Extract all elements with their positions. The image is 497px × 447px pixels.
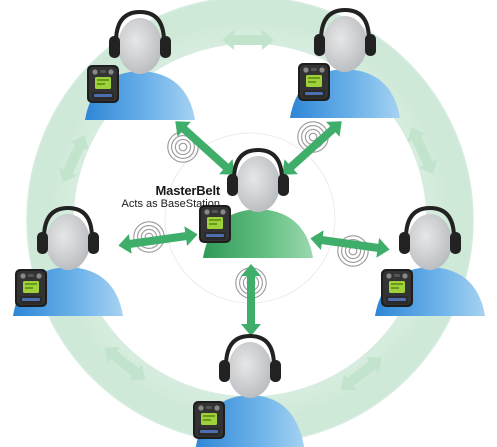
beltpack-icon xyxy=(15,269,47,307)
ring-arrows xyxy=(58,30,438,391)
beltpack-icon xyxy=(298,63,330,101)
master-belt-title: MasterBelt xyxy=(155,183,221,198)
headset-cup-right xyxy=(88,232,99,254)
headset-band xyxy=(319,7,371,41)
head xyxy=(46,214,90,270)
user-bottom xyxy=(193,333,305,447)
headset-band xyxy=(224,333,276,367)
head xyxy=(228,342,272,398)
ring-arrow-lower-right xyxy=(340,357,382,391)
headset-cup-left xyxy=(399,232,410,254)
headset-cup-left xyxy=(227,174,238,196)
user-right xyxy=(375,205,485,316)
master-belt-subtitle: Acts as BaseStation xyxy=(121,198,220,210)
headset-cup-right xyxy=(278,174,289,196)
headset-cup-right xyxy=(160,36,171,58)
headset-band xyxy=(42,205,94,239)
user-top-right xyxy=(290,7,400,118)
head xyxy=(236,156,280,212)
ring-arrow-top xyxy=(222,30,274,50)
headset-band xyxy=(404,205,456,239)
ring-arrow-upper-right xyxy=(407,127,438,175)
user-top-left xyxy=(85,9,195,120)
link-arrow-left xyxy=(118,226,198,254)
link-arrows xyxy=(118,121,390,336)
link-arrow-bottom xyxy=(241,264,261,336)
headset-cup-right xyxy=(450,232,461,254)
user-left xyxy=(13,205,123,316)
beltpack-icon xyxy=(381,269,413,307)
head xyxy=(118,18,162,74)
headset-cup-left xyxy=(219,360,230,382)
headset-cup-left xyxy=(109,36,120,58)
headset-cup-left xyxy=(37,232,48,254)
link-arrow-right xyxy=(310,230,390,258)
headset-cup-right xyxy=(365,34,376,56)
beltpack-icon xyxy=(193,401,225,439)
ring-arrow-upper-left xyxy=(58,135,89,183)
headset-cup-left xyxy=(314,34,325,56)
beltpack-icon xyxy=(87,65,119,103)
headset-band xyxy=(232,147,284,181)
headset-cup-right xyxy=(270,360,281,382)
head xyxy=(408,214,452,270)
master-belt-caption: MasterBelt Acts as BaseStation xyxy=(110,183,221,211)
link-arrow-top-left xyxy=(175,121,235,175)
ring-arrow-lower-left xyxy=(104,347,146,381)
link-arrow-top-right xyxy=(282,121,342,175)
headset-band xyxy=(114,9,166,43)
head xyxy=(323,16,367,72)
user-center xyxy=(199,147,313,258)
